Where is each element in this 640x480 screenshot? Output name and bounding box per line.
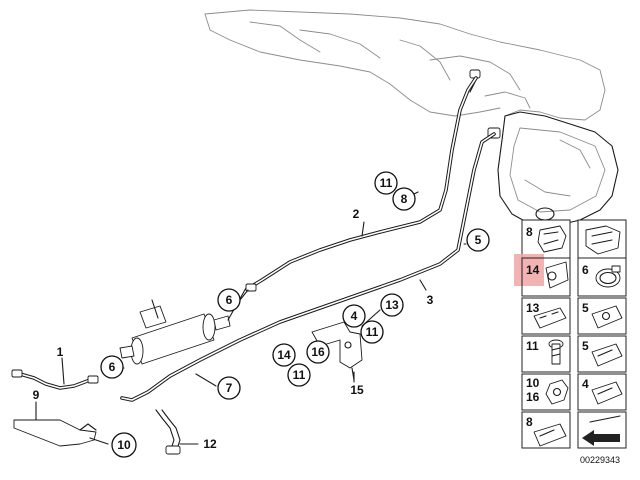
svg-text:6: 6 xyxy=(226,293,233,307)
svg-text:10: 10 xyxy=(117,438,131,452)
callout-7: 7 xyxy=(217,376,241,400)
callout-1: 1 xyxy=(57,345,64,359)
clip-4-icon xyxy=(591,381,623,405)
clip-14-icon xyxy=(545,261,569,289)
callout-13: 13 xyxy=(380,293,404,317)
svg-text:11: 11 xyxy=(366,325,379,339)
clip-5-b-icon xyxy=(591,343,623,367)
legend-label-6: 6 xyxy=(582,263,589,277)
svg-text:8: 8 xyxy=(401,192,408,206)
callout-5: 5 xyxy=(466,228,490,252)
callout-10: 10 xyxy=(111,432,137,458)
callout-15: 15 xyxy=(350,383,364,397)
callout-3: 3 xyxy=(427,293,434,307)
clip-8-b-icon xyxy=(533,423,567,447)
legend-label-8-b: 8 xyxy=(526,415,533,429)
clip-5-icon xyxy=(591,305,623,329)
hose-12 xyxy=(155,409,181,455)
callout-14: 14 xyxy=(272,343,296,367)
svg-text:12: 12 xyxy=(203,437,217,451)
legend-label-11: 11 xyxy=(526,339,539,353)
callout-4: 4 xyxy=(342,304,366,328)
legend-label-5: 5 xyxy=(582,301,589,315)
legend-label-10: 10 xyxy=(526,376,540,390)
legend-label-8: 8 xyxy=(526,225,533,239)
leader-lines xyxy=(35,191,467,445)
svg-text:11: 11 xyxy=(293,368,306,382)
svg-text:3: 3 xyxy=(427,293,434,307)
arrow-icon xyxy=(582,415,621,446)
svg-text:4: 4 xyxy=(351,309,358,323)
callout-6: 6 xyxy=(217,288,241,312)
svg-text:11: 11 xyxy=(380,176,393,190)
highlight-14 xyxy=(514,254,544,286)
legend-label-14: 14 xyxy=(526,263,540,277)
svg-text:13: 13 xyxy=(385,298,399,312)
svg-text:6: 6 xyxy=(109,360,116,374)
clip-13-icon xyxy=(533,307,567,329)
nut-icon xyxy=(545,379,569,405)
svg-text:7: 7 xyxy=(226,381,233,395)
callout-16: 16 xyxy=(306,340,330,364)
legend-label-5-b: 5 xyxy=(582,339,589,353)
callout-2: 2 xyxy=(353,207,360,221)
callout-11-c: 11 xyxy=(287,363,311,387)
callout-11: 11 xyxy=(374,171,398,195)
fuel-line-3 xyxy=(120,132,496,402)
callout-8: 8 xyxy=(392,187,416,211)
svg-text:14: 14 xyxy=(277,348,291,362)
callout-9: 9 xyxy=(33,388,40,402)
large-clip-icon xyxy=(585,225,621,255)
diagram-number: 00229343 xyxy=(580,455,620,465)
fuel-line-2 xyxy=(250,76,478,288)
hose-clamp-icon xyxy=(595,265,621,288)
legend-cell-arrow xyxy=(577,411,627,449)
bracket-9 xyxy=(13,419,97,447)
fuel-filter xyxy=(119,283,257,365)
fuel-line-1 xyxy=(11,369,99,390)
legend-label-13: 13 xyxy=(526,301,540,315)
legend-label-16: 16 xyxy=(526,390,540,404)
svg-text:2: 2 xyxy=(353,207,360,221)
clip-8-icon xyxy=(537,225,567,253)
svg-text:16: 16 xyxy=(311,345,325,359)
svg-text:15: 15 xyxy=(350,383,364,397)
svg-text:5: 5 xyxy=(475,233,482,247)
callout-6-b: 6 xyxy=(100,355,124,379)
legend-cell-clip-14 xyxy=(521,257,571,297)
svg-text:1: 1 xyxy=(57,345,64,359)
callout-11-b: 11 xyxy=(360,320,384,344)
screw-icon xyxy=(548,339,564,365)
callout-12: 12 xyxy=(203,437,217,451)
legend-grid: 8 14 6 13 5 11 5 10 16 4 8 xyxy=(514,219,627,449)
svg-text:9: 9 xyxy=(33,388,40,402)
legend-label-4: 4 xyxy=(582,377,589,391)
